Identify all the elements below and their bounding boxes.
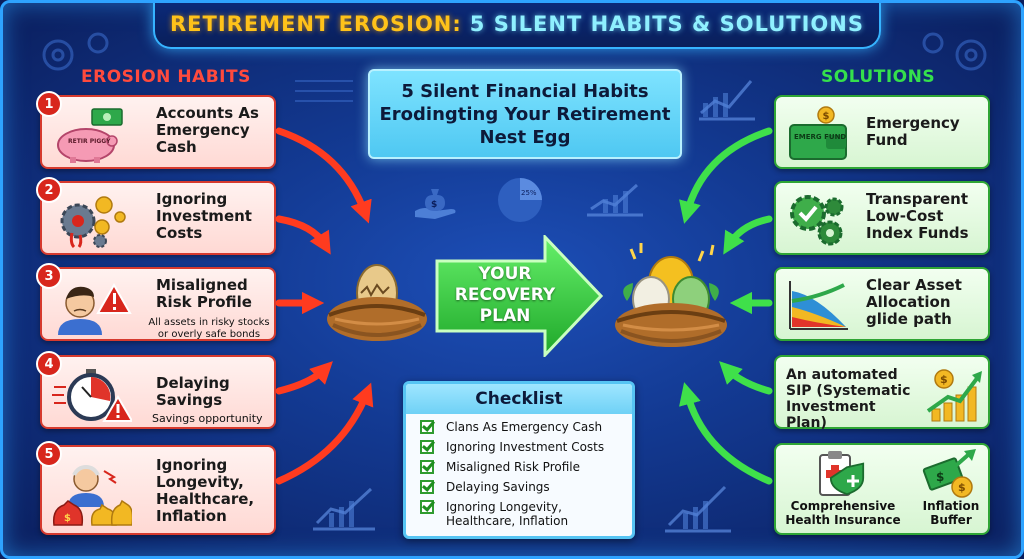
- title-primary: RETIREMENT EROSION:: [170, 12, 462, 36]
- golden-eggs-nest-icon: [615, 243, 727, 347]
- erosion-habits-heading: EROSION HABITS: [81, 67, 251, 87]
- habit-number: 2: [36, 177, 62, 203]
- habit-card-3: 3 Misaligned Risk Profile All assets in …: [36, 263, 276, 341]
- piggy-bank-icon: RETIR PIGGY: [57, 108, 123, 163]
- habit-number: 4: [36, 351, 62, 377]
- gears-check-icon: [790, 195, 844, 246]
- svg-text:$: $: [936, 470, 944, 484]
- checklist-panel: Checklist Clans As Emergency Cash Ignori…: [403, 381, 635, 539]
- svg-text:$: $: [823, 111, 830, 122]
- cash-arrow-icon: $ $: [922, 449, 976, 498]
- habit-subtitle: All assets in risky stocks or overly saf…: [148, 317, 270, 340]
- habit-title-text: Misaligned Risk Profile: [156, 276, 252, 311]
- solution-card-1: $ EMERG FUND Emergency Fund: [774, 95, 990, 169]
- solution-card-5: $ $ Comprehensive Health Insurance Infla…: [774, 443, 990, 535]
- stopwatch-warning-icon: [52, 369, 132, 422]
- checklist-item-label: Delaying Savings: [446, 480, 550, 494]
- solution-title: Transparent Low-Cost Index Funds: [866, 190, 969, 242]
- habit-title: Ignoring Longevity, Healthcare, Inflatio…: [156, 456, 255, 525]
- solution-title: An automated SIP (Systematic Investment …: [786, 367, 911, 431]
- piggy-bank-label: RETIR PIGGY: [68, 138, 111, 145]
- habit-card-2: 2 Ignoring Investment Costs: [36, 177, 276, 255]
- center-title-box: 5 Silent Financial Habits Erodingting Yo…: [368, 69, 682, 159]
- pie-chart-label: 25%: [521, 189, 537, 197]
- solution-title: Clear Asset Allocation glide path: [866, 276, 962, 328]
- solution-title-inflation: Inflation Buffer: [922, 499, 980, 527]
- checklist-heading: Checklist: [406, 384, 632, 414]
- checkbox-checked-icon: [420, 460, 434, 474]
- svg-text:$: $: [940, 373, 948, 386]
- habit-card-1: 1 RETIR PIGGY Accounts As Emergency Cash: [36, 91, 276, 169]
- title-banner: RETIREMENT EROSION: 5 SILENT HABITS & SO…: [153, 3, 881, 49]
- hand-money-bag-icon: $: [415, 189, 456, 219]
- checkbox-checked-icon: [420, 440, 434, 454]
- checkbox-checked-icon: [420, 500, 434, 514]
- checklist-item: Misaligned Risk Profile: [406, 460, 632, 474]
- habit-title: Accounts As Emergency Cash: [156, 104, 259, 156]
- elderly-money-bags-icon: $: [52, 464, 132, 526]
- checklist-item: Ignoring Longevity, Healthcare, Inflatio…: [406, 500, 632, 528]
- solution-title-health: Comprehensive Health Insurance: [785, 499, 901, 527]
- habit-number: 1: [36, 91, 62, 117]
- habit-subtitle: Savings opportunity: [152, 412, 263, 425]
- solution-card-2: Transparent Low-Cost Index Funds: [774, 181, 990, 255]
- solution-card-3: Clear Asset Allocation glide path: [774, 267, 990, 341]
- checklist-item: Delaying Savings: [406, 480, 632, 494]
- emergency-fund-wallet-icon: $ EMERG FUND: [789, 106, 847, 160]
- checklist-item-label: Misaligned Risk Profile: [446, 460, 580, 474]
- pie-chart-icon: 25%: [498, 178, 542, 222]
- wallet-label: EMERG FUND: [794, 133, 846, 141]
- habit-number: 3: [36, 263, 62, 289]
- habit-title: Ignoring Investment Costs: [156, 190, 252, 242]
- checklist-item-label: Ignoring Investment Costs: [446, 440, 605, 454]
- habit-card-4: 4 Delaying Savings Savings opportunity: [36, 351, 276, 429]
- checkbox-checked-icon: [420, 480, 434, 494]
- worried-person-warning-icon: [58, 282, 132, 335]
- health-insurance-icon: [819, 451, 865, 496]
- svg-text:$: $: [64, 513, 71, 524]
- recovery-plan-arrow: [435, 235, 603, 357]
- habit-number: 5: [36, 441, 62, 467]
- checklist-item-label: Clans As Emergency Cash: [446, 420, 603, 434]
- title-secondary: 5 SILENT HABITS & SOLUTIONS: [469, 12, 864, 36]
- habit-title: Misaligned Risk Profile: [156, 277, 276, 311]
- solution-card-4: An automated SIP (Systematic Investment …: [774, 355, 990, 431]
- flow-arrows: [275, 127, 773, 485]
- growth-bars-coin-icon: $: [926, 369, 982, 422]
- checklist-item: Ignoring Investment Costs: [406, 440, 632, 454]
- checklist-item-label: Ignoring Longevity, Healthcare, Inflatio…: [446, 500, 569, 528]
- solution-title: Emergency Fund: [866, 114, 960, 149]
- svg-text:$: $: [431, 200, 437, 210]
- background-decor: [42, 32, 987, 533]
- habit-card-5: 5 $ Ignoring Longevity, Healthcare, Infl…: [36, 441, 276, 535]
- checklist-item: Clans As Emergency Cash: [406, 420, 632, 434]
- allocation-chart-icon: [789, 281, 848, 330]
- recovery-plan-label: YOUR RECOVERY PLAN: [454, 264, 556, 326]
- checkbox-checked-icon: [420, 420, 434, 434]
- solutions-heading: SOLUTIONS: [821, 67, 936, 87]
- habit-title: Delaying Savings: [156, 374, 230, 409]
- cracked-egg-nest-icon: [327, 264, 427, 341]
- gears-coins-icon: [60, 196, 126, 249]
- svg-text:$: $: [958, 481, 966, 494]
